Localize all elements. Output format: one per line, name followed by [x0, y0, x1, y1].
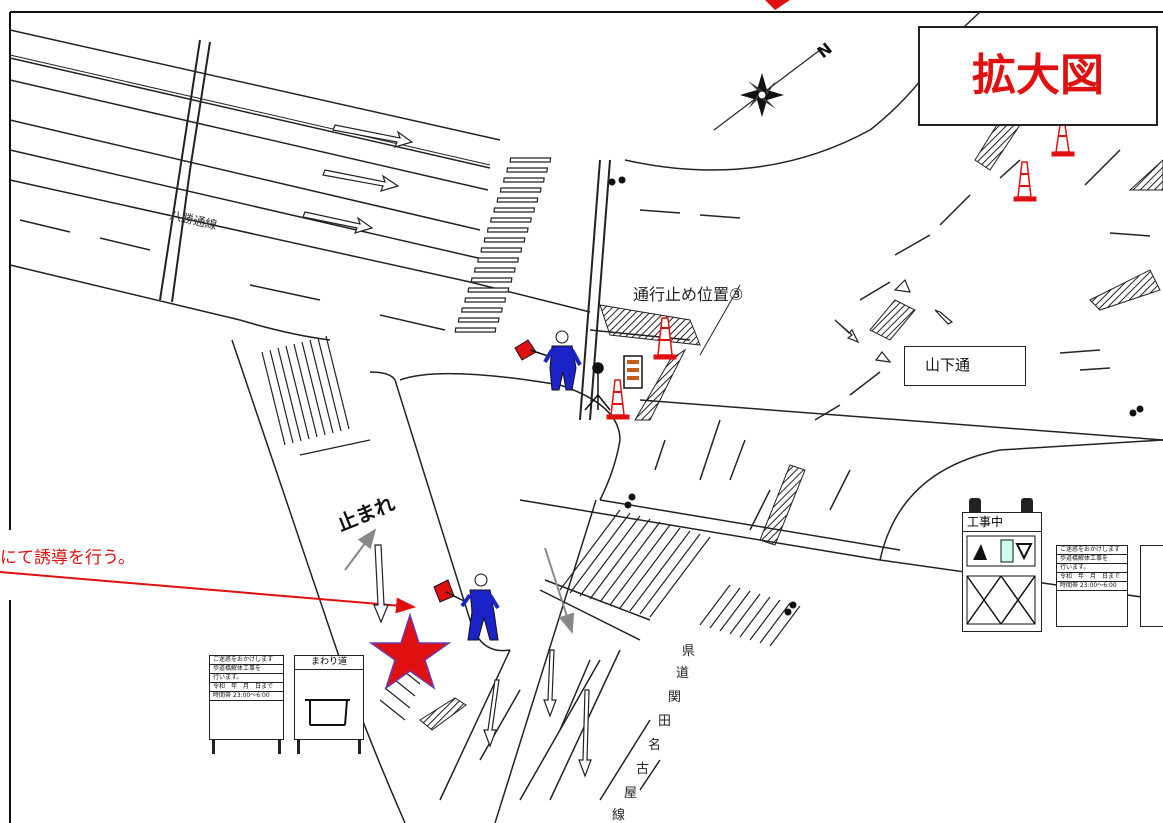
lane-markings	[19, 149, 1151, 801]
guidance-arrow	[0, 571, 416, 614]
traffic-cone-icon	[1013, 161, 1037, 202]
flagger-worker-bottom	[433, 573, 500, 641]
route-char: 屋	[624, 786, 638, 801]
route-char: 線	[612, 808, 626, 823]
crosswalk-upper	[454, 157, 552, 333]
work-board: 工事中	[962, 512, 1042, 632]
hatched-islands	[419, 119, 1163, 731]
road-arrows	[302, 124, 954, 778]
traffic-cone-icon	[653, 317, 677, 360]
detour-sign-right	[1140, 545, 1163, 627]
traffic-cone-icon	[1051, 124, 1075, 157]
route-char: 道	[676, 666, 690, 681]
tripod-light-icon	[584, 362, 611, 411]
route-char: 県	[682, 644, 696, 659]
yamashita-street-label: 山下通	[904, 346, 1026, 386]
notice-sign: ご迷惑をおかけします 歩道橋解体工事を 行います。 令和 年 月 日まで 時間帯…	[209, 655, 284, 740]
work-board-panel-icon	[966, 535, 1036, 625]
bicycle-icon	[784, 601, 797, 616]
bicycle-icon	[1129, 405, 1144, 417]
flagger-worker-top	[514, 330, 582, 391]
red-star-icon	[368, 612, 452, 690]
bicycle-icon	[624, 493, 636, 509]
barrier-board-icon	[623, 355, 643, 389]
detour-map-icon	[305, 699, 350, 726]
crosswalk-left	[261, 335, 371, 456]
enlarged-view-box: 拡大図	[918, 26, 1158, 126]
route-char: 田	[658, 714, 672, 729]
notice-sign-right: ご迷惑をおかけします 歩道橋解体工事を 行います。 令和 年 月 日まで 時間帯…	[1056, 545, 1128, 627]
route-char: 名	[648, 738, 662, 753]
compass-north-label: N	[814, 39, 836, 62]
road-edges	[9, 11, 1163, 823]
detour-sign: まわり道	[294, 655, 364, 740]
route-char: 古	[636, 762, 650, 777]
traffic-cone-icon	[606, 379, 630, 420]
bicycle-icon	[608, 176, 626, 186]
guidance-text: にて誘導を行う。	[0, 548, 135, 568]
compass-rose-icon	[713, 49, 821, 131]
route-char: 関	[668, 690, 682, 705]
stop-position-label: 通行止め位置③	[633, 285, 744, 304]
